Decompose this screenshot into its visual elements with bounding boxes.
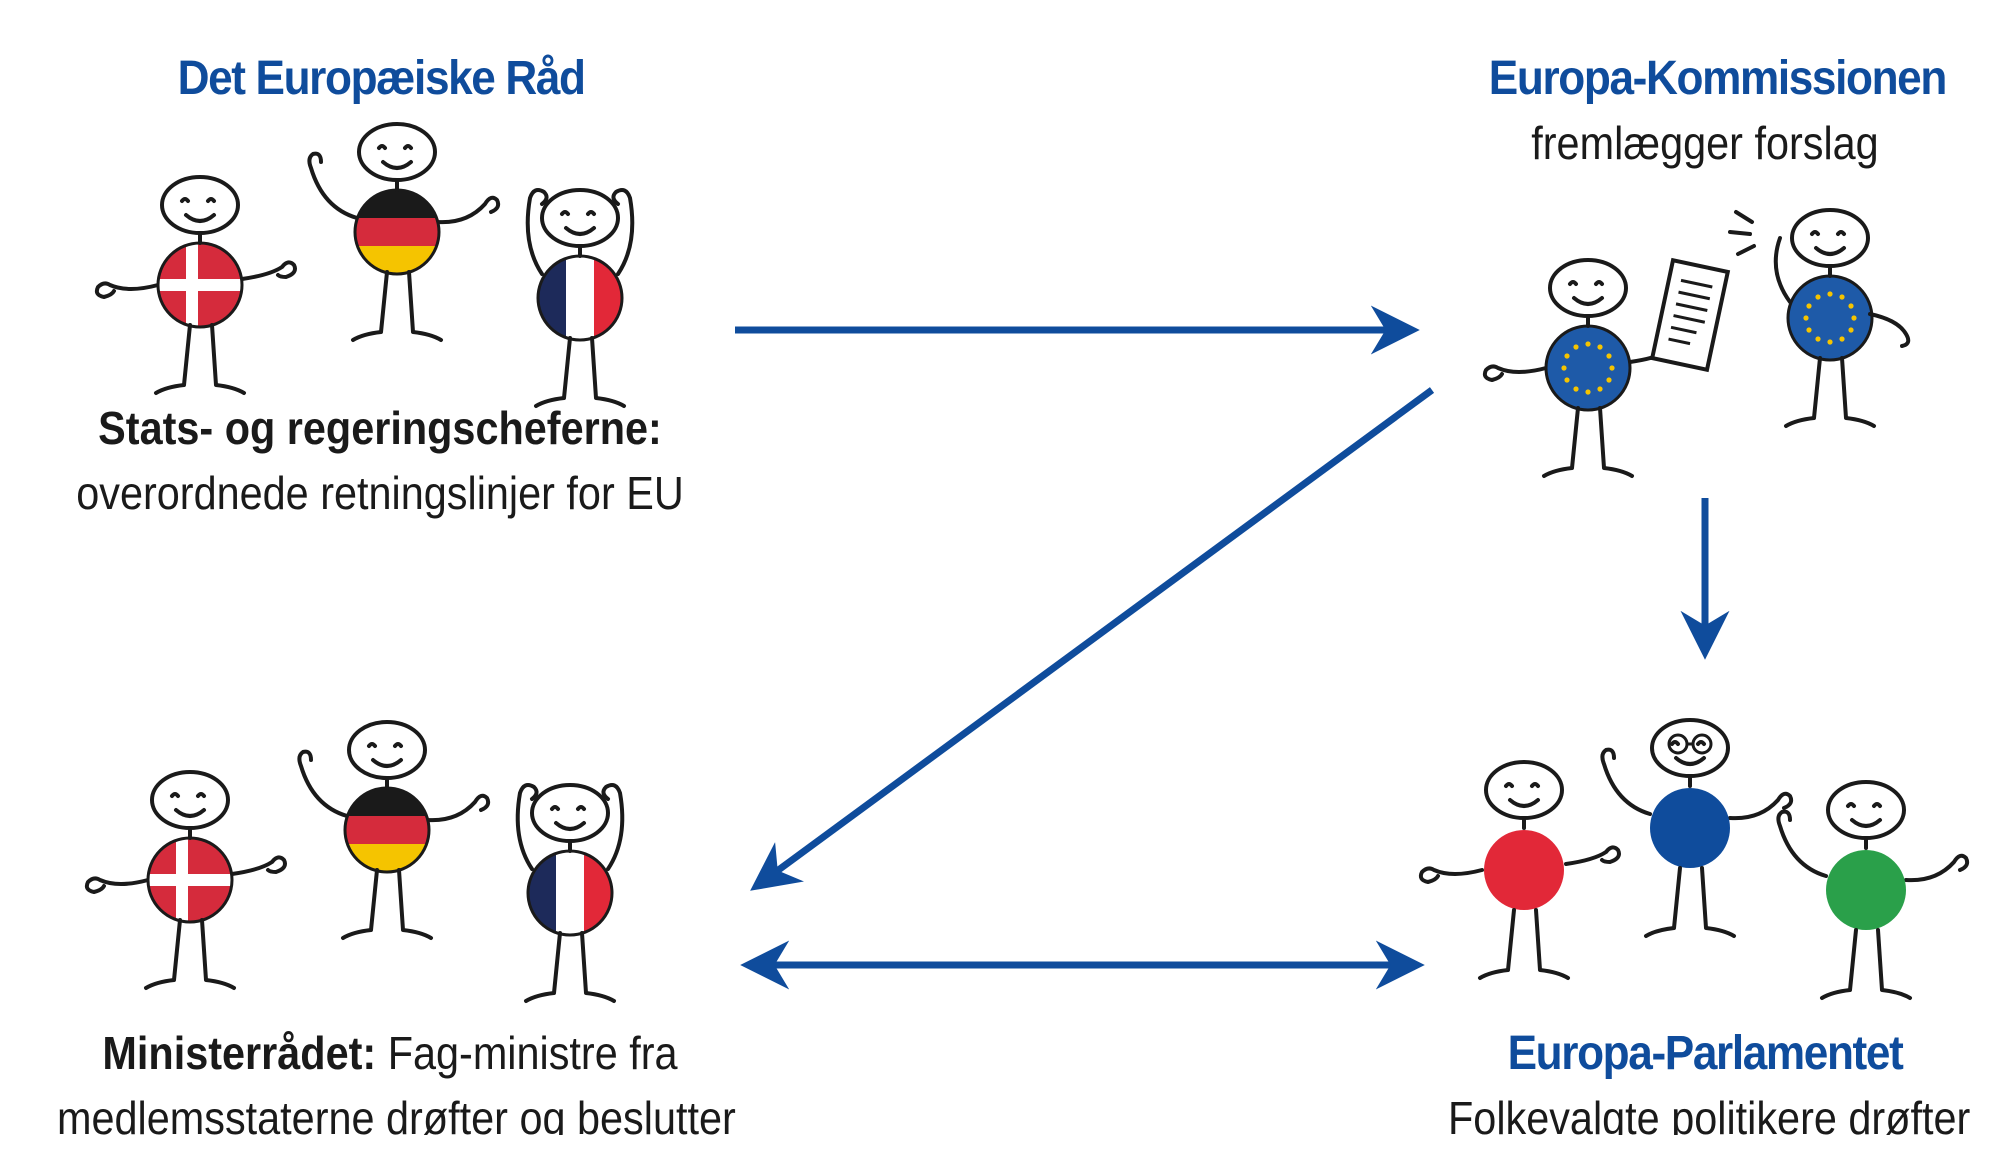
council-figures — [94, 122, 635, 408]
france-flag-figure — [525, 188, 635, 408]
commission-figures — [1482, 208, 1911, 478]
ministers-line2: medlemsstaterne drøfter og beslutter — [57, 1092, 736, 1135]
parliament-subtitle-clip: Folkevalgte politikere drøfter — [1400, 1090, 2000, 1135]
council-subtitle: overordnede retningslinjer for EU — [76, 467, 684, 519]
green-party-figure — [1776, 780, 1970, 1000]
ministers-label-bold: Ministerrådet: — [102, 1027, 377, 1079]
ministers-line2-clip: medlemsstaterne drøfter og beslutter — [0, 1090, 760, 1135]
arrows — [735, 305, 1730, 990]
parliament-subtitle: Folkevalgte politikere drøfter — [1448, 1092, 1971, 1135]
france-flag-figure — [515, 783, 625, 1003]
denmark-flag-figure — [94, 175, 297, 395]
ministers-label: Ministerrådet: Fag-ministre fra — [57, 1030, 723, 1076]
council-subtitle-bold: Stats- og regeringscheferne: — [98, 402, 662, 454]
parliament-figures — [1418, 718, 1970, 1000]
eu-flag-figure-thinking — [1728, 208, 1911, 428]
germany-flag-figure — [307, 122, 501, 342]
council-title: Det Europæiske Råd — [177, 52, 586, 105]
ministers-figures — [84, 720, 625, 1003]
denmark-flag-figure — [84, 770, 287, 990]
germany-flag-figure — [297, 720, 491, 940]
ministers-label-rest: Fag-ministre fra — [376, 1027, 678, 1079]
commission-subtitle: fremlægger forslag — [1531, 117, 1879, 169]
blue-party-figure — [1600, 718, 1794, 938]
parliament-title: Europa-Parlamentet — [1507, 1027, 1904, 1080]
commission-title: Europa-Kommissionen — [1488, 52, 1948, 105]
red-party-figure — [1418, 760, 1621, 980]
document-icon — [1649, 257, 1731, 373]
eu-flag-figure-holding-document — [1482, 258, 1685, 478]
arrow-commission-to-ministers — [750, 387, 1435, 891]
